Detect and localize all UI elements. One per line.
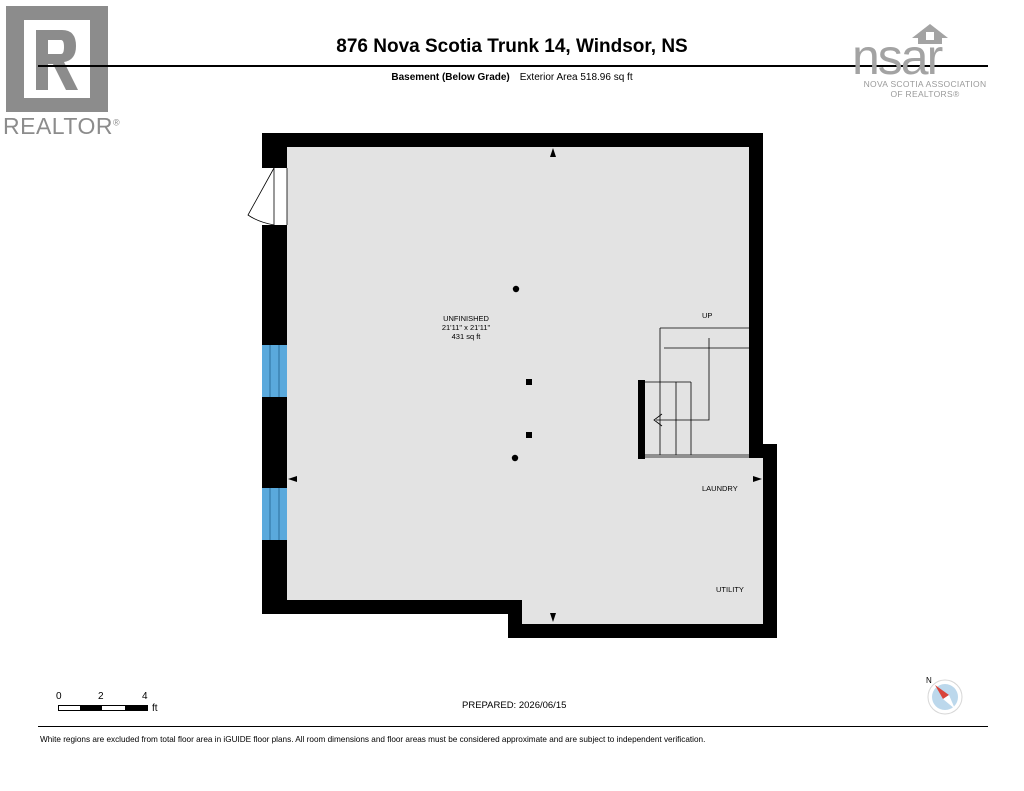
stair-edge — [645, 455, 749, 458]
level-subtitle: Basement (Below Grade) Exterior Area 518.… — [0, 72, 1024, 83]
scale-bar — [58, 705, 148, 711]
page-title: 876 Nova Scotia Trunk 14, Windsor, NS — [336, 36, 688, 57]
post — [511, 454, 519, 462]
exterior-area: Exterior Area 518.96 sq ft — [519, 72, 633, 83]
scale-tick: 2 — [98, 691, 104, 702]
dimension-arrow-left — [288, 476, 297, 482]
door-swing — [247, 167, 288, 226]
room-name: UNFINISHED — [443, 314, 489, 323]
compass-icon: N — [926, 676, 963, 715]
title-divider — [38, 65, 988, 67]
dimension-arrow-right — [753, 476, 762, 482]
level-name: Basement (Below Grade) — [391, 72, 510, 83]
stair-wall — [638, 380, 645, 459]
window-lower — [262, 488, 287, 540]
realtor-logo — [6, 6, 108, 112]
room-label-utility: UTILITY — [716, 585, 744, 594]
compass-north-label: N — [926, 676, 932, 685]
nsar-association-text: NOVA SCOTIA ASSOCIATION OF REALTORS® — [863, 79, 987, 99]
room-label-unfinished: UNFINISHED 21'11" x 21'11" 431 sq ft — [416, 314, 516, 341]
post — [526, 379, 532, 385]
scale-unit: ft — [152, 703, 158, 714]
room-label-laundry: LAUNDRY — [702, 484, 738, 493]
scale-tick: 4 — [142, 691, 148, 702]
dimension-arrow-bottom — [550, 613, 556, 622]
dimension-arrow-top — [550, 148, 556, 157]
window-upper — [262, 345, 287, 397]
realtor-wordmark: REALTOR® — [3, 113, 121, 139]
footer-divider — [38, 726, 988, 727]
scale-tick: 0 — [56, 691, 62, 702]
room-dimensions: 21'11" x 21'11" — [441, 323, 491, 332]
post — [526, 432, 532, 438]
disclaimer-text: White regions are excluded from total fl… — [40, 735, 706, 744]
prepared-date: PREPARED: 2026/06/15 — [462, 700, 567, 711]
floor-area — [287, 147, 763, 624]
nsar-logo: nsar — [852, 24, 948, 78]
room-area: 431 sq ft — [451, 332, 481, 341]
post — [512, 285, 520, 293]
stairs-up-label: UP — [702, 311, 713, 320]
